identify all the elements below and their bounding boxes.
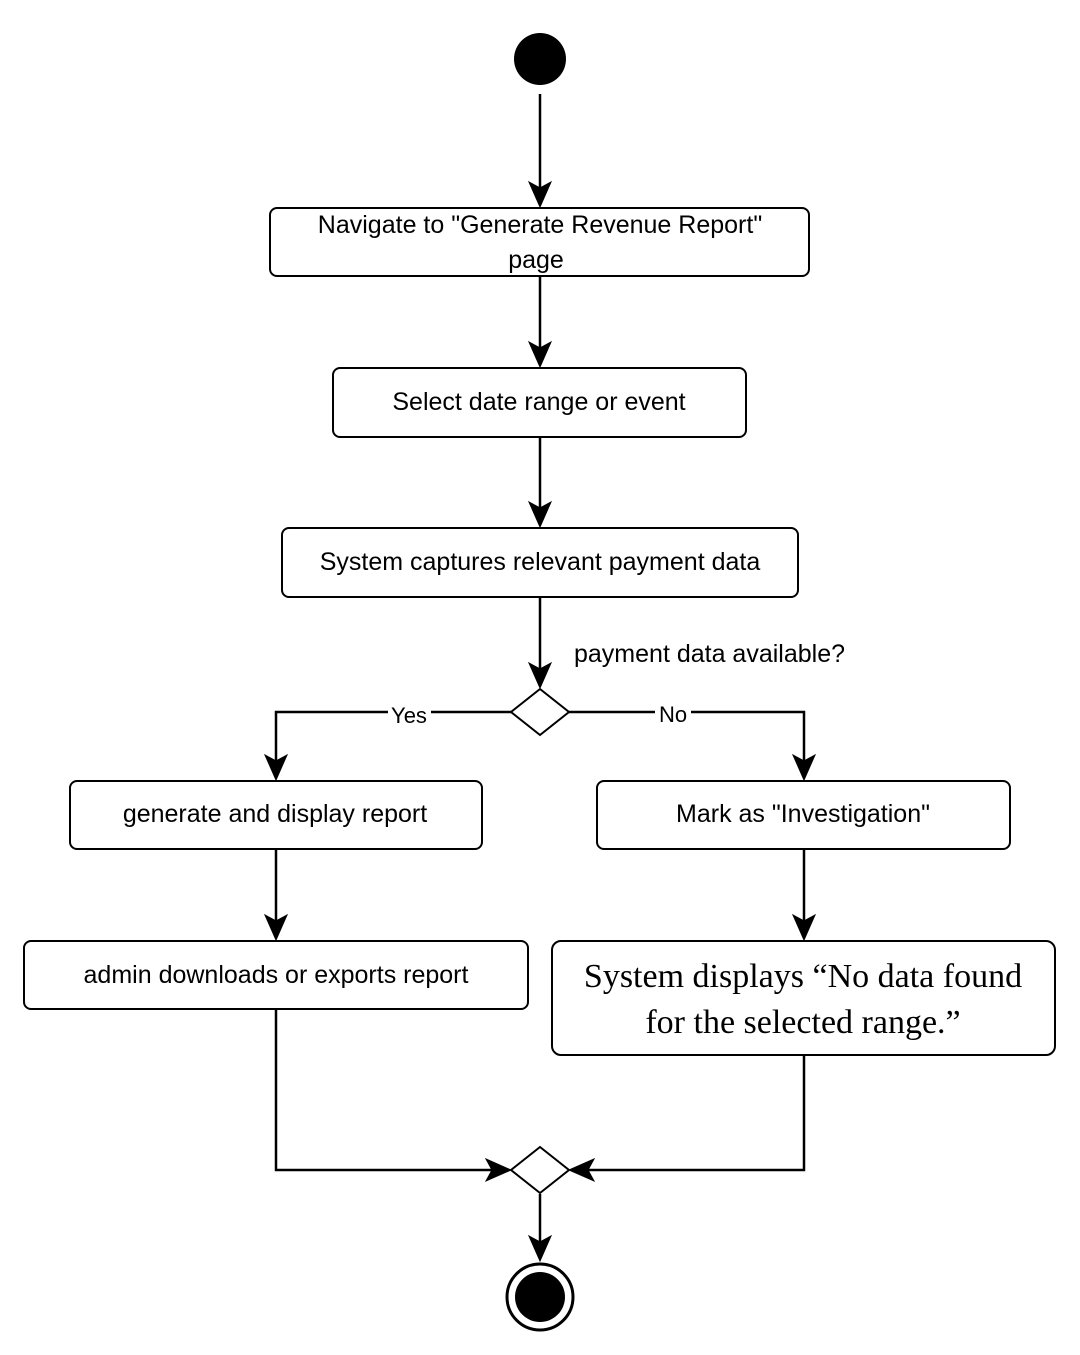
arrowhead <box>791 913 817 942</box>
arrowhead <box>263 913 289 942</box>
action-download-label: admin downloads or exports report <box>84 961 469 989</box>
edge-nodata-to-merge <box>580 1056 806 1172</box>
edge-download-to-merge <box>274 1010 500 1172</box>
edge-decision-yes <box>274 710 511 771</box>
arrowhead <box>527 180 553 209</box>
no-label-bg <box>655 700 691 726</box>
action-mark-label: Mark as "Investigation" <box>676 800 930 828</box>
arrowhead <box>484 1157 513 1183</box>
action-no-data-line-1: System displays “No data found <box>584 958 1022 995</box>
no-label: No <box>659 702 687 727</box>
yes-label: Yes <box>391 703 427 728</box>
action-navigate: Navigate to "Generate Revenue Report" pa… <box>269 207 810 277</box>
action-generate-label: generate and display report <box>123 800 427 828</box>
action-navigate-line-1: Navigate to "Generate Revenue Report" <box>318 211 762 239</box>
decision-node <box>509 687 571 737</box>
arrowheads <box>263 180 817 1263</box>
action-generate: generate and display report <box>69 780 483 850</box>
action-select-label: Select date range or event <box>392 388 685 416</box>
arrowhead <box>527 661 553 690</box>
arrowhead <box>567 1157 596 1183</box>
edge-decision-no <box>569 710 806 771</box>
action-download: admin downloads or exports report <box>23 940 529 1010</box>
arrowhead <box>527 500 553 529</box>
arrowhead <box>263 753 289 782</box>
arrowhead <box>527 340 553 369</box>
action-navigate-line-2: page <box>508 246 564 274</box>
action-capture: System captures relevant payment data <box>281 527 799 598</box>
arrowhead <box>791 753 817 782</box>
arrowhead <box>527 1234 553 1263</box>
decision-condition-label: payment data available? <box>574 640 845 668</box>
final-node <box>505 1262 575 1332</box>
action-no-data-line-2: for the selected range.” <box>645 1004 960 1041</box>
action-capture-label: System captures relevant payment data <box>320 548 761 576</box>
merge-node <box>509 1145 571 1195</box>
initial-node <box>514 33 566 85</box>
action-mark: Mark as "Investigation" <box>596 780 1011 850</box>
edges <box>274 94 806 1252</box>
yes-label-bg <box>388 700 431 726</box>
action-select: Select date range or event <box>332 367 747 438</box>
action-no-data: System displays “No data found for the s… <box>551 940 1056 1056</box>
